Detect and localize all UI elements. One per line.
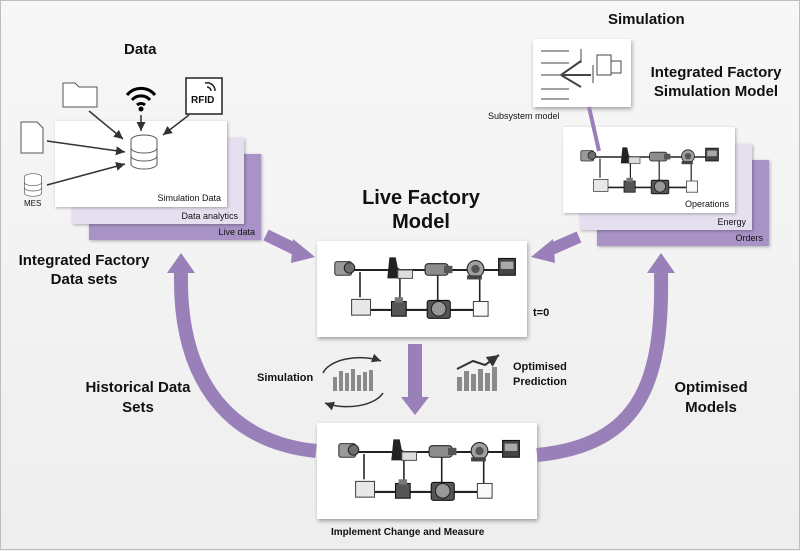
subsystem-model-label: Subsystem model: [488, 111, 560, 121]
data-title: Data: [124, 41, 157, 58]
energy-label: Energy: [717, 217, 746, 227]
live-data-label: Live data: [218, 227, 255, 237]
mes-label: MES: [24, 199, 42, 208]
subsystem-link: [587, 106, 601, 152]
simulation-to-model-arrow: [531, 239, 555, 263]
optimised-arrowhead: [647, 253, 675, 273]
live-factory-line: [333, 256, 517, 320]
rfid-icon: [185, 77, 223, 115]
operations-layer: Operations: [563, 127, 735, 213]
time-label: t=0: [533, 307, 550, 319]
rfid-label: RFID: [191, 95, 215, 106]
optimised-prediction-label: Optimised Prediction: [513, 361, 567, 388]
optimised-curve-arrow: [536, 272, 669, 462]
mes-database-icon: [24, 173, 42, 197]
subsystem-model-diagram: [541, 49, 622, 100]
implemented-factory-line: [337, 438, 521, 502]
folder-icon: [62, 82, 98, 108]
orders-label: Orders: [735, 233, 763, 243]
operations-label: Operations: [684, 199, 729, 209]
historical-arrowhead: [167, 253, 195, 273]
historical-curve-arrow: [173, 272, 317, 458]
document-icon: [20, 121, 44, 154]
live-factory-model-title: Live Factory Model: [362, 187, 480, 233]
simulation-title: Simulation: [608, 11, 685, 28]
simulation-model-title: Integrated Factory Simulation Model: [650, 64, 782, 100]
simulation-data-label: Simulation Data: [157, 193, 221, 203]
historical-data-label: Historical Data Sets: [85, 379, 191, 416]
data-sets-caption: Integrated Factory Data sets: [18, 252, 150, 288]
data-analytics-label: Data analytics: [181, 211, 238, 221]
live-factory-model-panel: [317, 241, 527, 337]
simulation-bars-icon: [333, 369, 373, 391]
operations-factory-line: [579, 146, 720, 195]
simulation-step-label: Simulation: [257, 372, 314, 384]
data-to-model-arrow: [291, 239, 315, 263]
central-database-icon: [130, 134, 158, 170]
implement-change-label: Implement Change and Measure: [331, 527, 485, 538]
implemented-factory-panel: [317, 423, 537, 519]
optimised-models-label: Optimised Models: [674, 379, 748, 416]
cycle-arrows-icon: [322, 353, 384, 411]
model-to-implement-arrow: [401, 397, 429, 415]
prediction-chart-icon: [456, 354, 500, 391]
wifi-icon: [125, 86, 157, 112]
